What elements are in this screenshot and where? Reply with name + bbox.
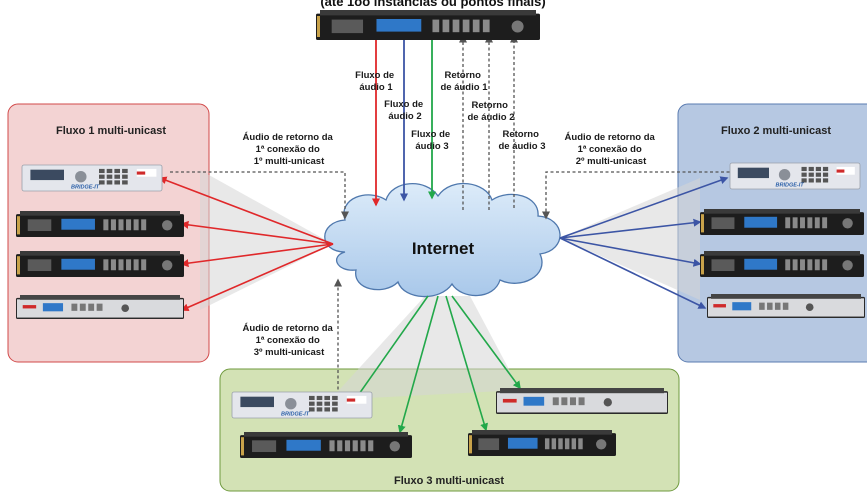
fan-flow-1	[158, 176, 334, 312]
group2-device-4	[707, 294, 865, 318]
flow-3-to-device-3	[451, 295, 521, 390]
return-path-group-1	[170, 171, 349, 220]
flow-3-to-device-2	[397, 295, 439, 434]
return-1-label: Retorno de áudio 1	[441, 70, 489, 93]
conn-3-label: Áudio de retorno da 1ª conexão do 3º mul…	[243, 323, 336, 358]
flow-1-to-device-2	[180, 220, 334, 245]
group1-device-2	[16, 211, 184, 237]
flow-2-to-device-1	[559, 176, 729, 239]
group3-device-2	[240, 432, 412, 458]
internet-cloud	[324, 182, 561, 298]
flow-3-to-device-4	[445, 295, 488, 432]
conn-1-label: Áudio de retorno da 1ª conexão do 1º mul…	[243, 132, 336, 167]
group3-device-4	[468, 430, 616, 456]
flow-2-to-device-4	[559, 237, 707, 309]
flow-1-to-device-3	[180, 243, 334, 268]
return-paths	[170, 34, 735, 395]
flow-1-label: Fluxo de áudio 1	[355, 70, 397, 93]
source-flows	[372, 40, 436, 207]
flow-3-label: Fluxo de áudio 3	[411, 129, 453, 152]
fan-wedge-right	[560, 178, 700, 300]
fan-flow-2	[559, 176, 729, 309]
group-title-fluxo-2: Fluxo 2 multi-unicast	[721, 125, 831, 137]
group-title-fluxo-3: Fluxo 3 multi-unicast	[394, 475, 504, 487]
flow-2-to-device-2	[559, 218, 702, 239]
conn-2-label: Áudio de retorno da 1ª conexão do 2º mul…	[565, 132, 658, 167]
flow-1-to-device-4	[180, 243, 334, 312]
group1-device-3	[16, 251, 184, 277]
header-caption: (até 1oo instâncias ou pontos finais)	[320, 0, 545, 9]
bridge-it-brand-text: BRIDGE-IT	[776, 182, 805, 188]
flow-2-label: Fluxo de áudio 2	[384, 99, 426, 122]
flow-3-to-device-1	[351, 295, 429, 406]
internet-label: Internet	[412, 239, 475, 258]
bridge-it-brand-text: BRIDGE-IT	[281, 411, 310, 417]
source-device	[316, 10, 540, 40]
flow-1-to-device-1	[158, 176, 334, 245]
group3-device-3	[496, 388, 668, 414]
fan-wedge-bottom	[330, 296, 520, 400]
group2-device-1: BRIDGE-IT	[729, 162, 861, 190]
group1-device-4	[16, 295, 184, 319]
return-path-group-2	[542, 171, 735, 220]
group-title-fluxo-1: Fluxo 1 multi-unicast	[56, 125, 166, 137]
bridge-it-brand-text: BRIDGE-IT	[71, 184, 100, 190]
group2-device-3	[700, 251, 864, 277]
flow-2-to-device-3	[559, 237, 702, 267]
devices-layer: BRIDGE-IT BRIDGE-IT BRIDGE-IT	[16, 10, 865, 458]
return-2-label: Retorno de áudio 2	[468, 100, 515, 123]
group2-device-2	[700, 209, 864, 235]
group3-device-1: BRIDGE-IT	[231, 391, 373, 419]
fan-wedge-left	[200, 170, 333, 310]
fan-flow-3	[351, 295, 521, 434]
return-3-label: Retorno de áudio 3	[499, 129, 546, 152]
group1-device-1: BRIDGE-IT	[21, 164, 163, 192]
